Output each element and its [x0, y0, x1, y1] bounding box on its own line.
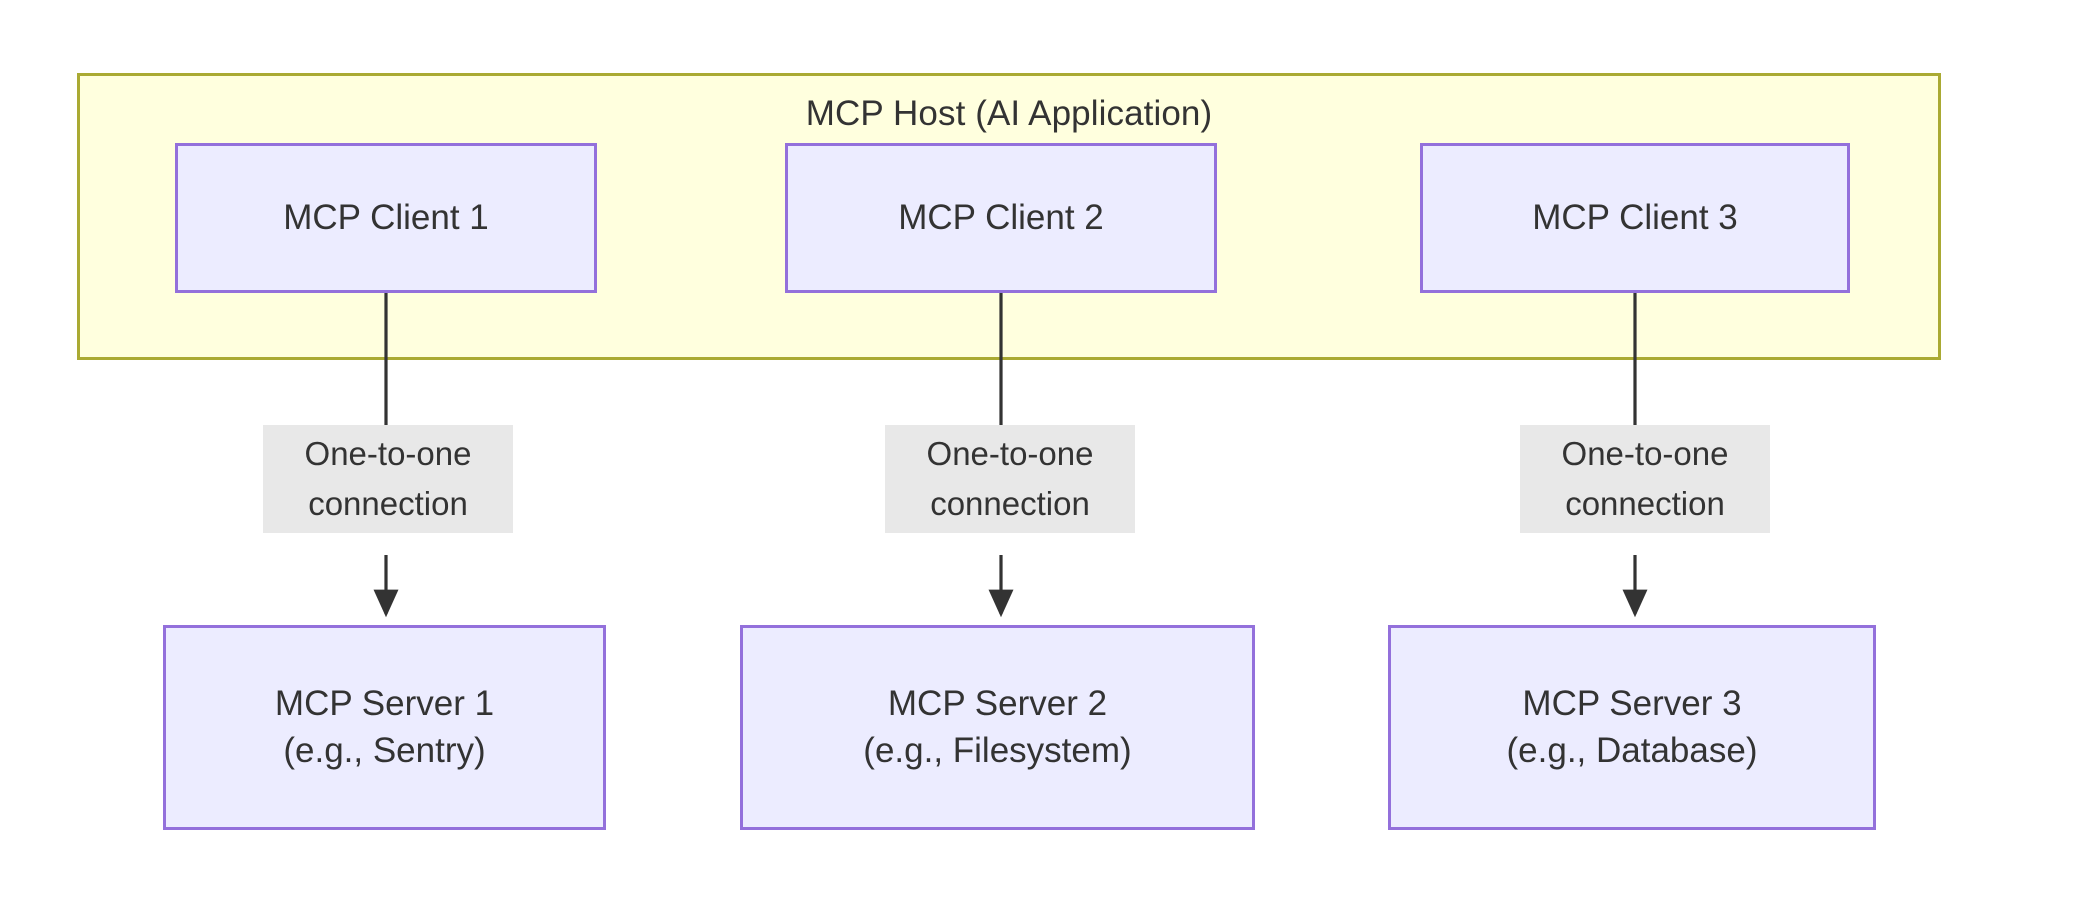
edge-label-one-to-one-1: One-to-one connection [263, 425, 513, 534]
node-mcp-client-1[interactable]: MCP Client 1 [175, 143, 597, 293]
node-mcp-client-2[interactable]: MCP Client 2 [785, 143, 1217, 293]
edge-label-one-to-one-3: One-to-one connection [1520, 425, 1770, 534]
node-mcp-server-1-label: MCP Server 1 (e.g., Sentry) [274, 683, 495, 770]
mcp-host-title: MCP Host (AI Application) [805, 94, 1213, 133]
node-mcp-client-2-label: MCP Client 2 [898, 197, 1104, 237]
node-mcp-server-2-label: MCP Server 2 (e.g., Filesystem) [863, 683, 1132, 770]
node-mcp-server-3[interactable]: MCP Server 3 (e.g., Database) [1388, 625, 1876, 830]
node-mcp-server-1[interactable]: MCP Server 1 (e.g., Sentry) [163, 625, 606, 830]
edge-label-one-to-one-2: One-to-one connection [885, 425, 1135, 534]
node-mcp-client-1-label: MCP Client 1 [283, 197, 489, 237]
node-mcp-client-3[interactable]: MCP Client 3 [1420, 143, 1850, 293]
node-mcp-client-3-label: MCP Client 3 [1532, 197, 1738, 237]
node-mcp-server-2[interactable]: MCP Server 2 (e.g., Filesystem) [740, 625, 1255, 830]
node-mcp-server-3-label: MCP Server 3 (e.g., Database) [1506, 683, 1758, 770]
